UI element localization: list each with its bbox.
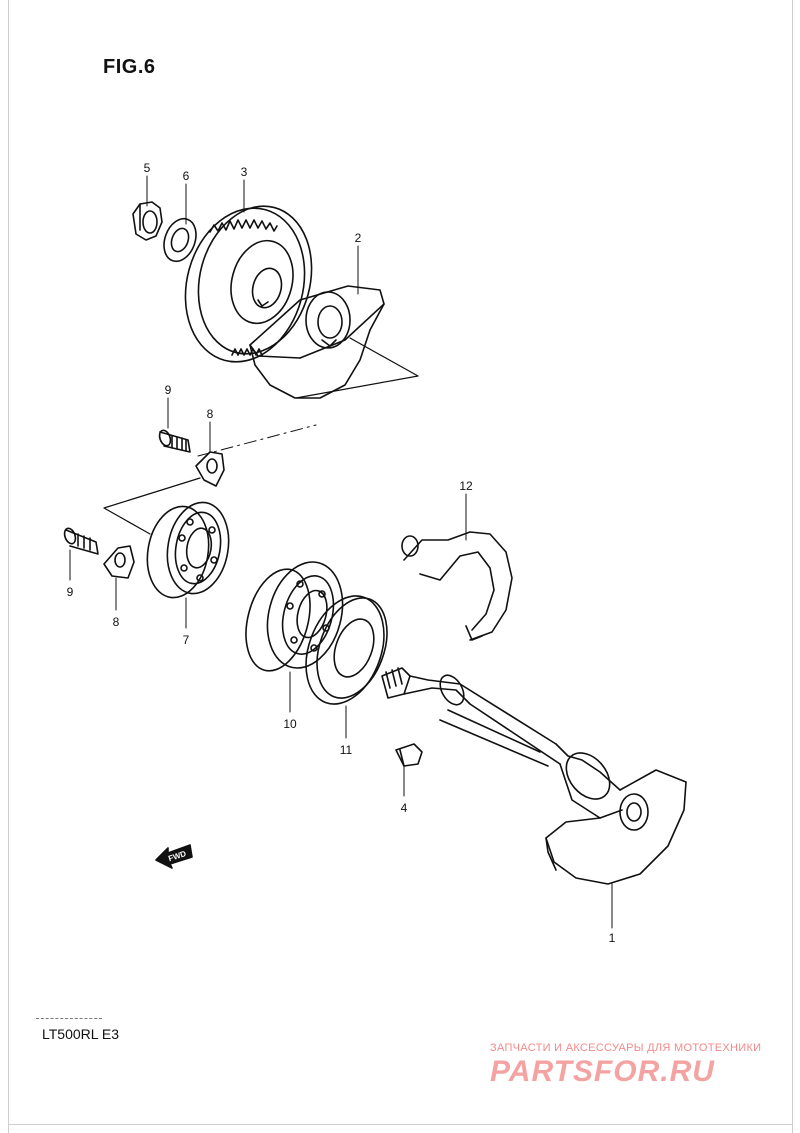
callout-9-lower: 9 [67, 585, 74, 599]
part-4-key [395, 743, 423, 767]
callout-1: 1 [609, 931, 616, 945]
watermark-tagline: ЗАПЧАСТИ И АКСЕССУАРЫ ДЛЯ МОТОТЕХНИКИ [490, 1042, 762, 1054]
callout-5: 5 [144, 161, 151, 175]
callout-8-upper: 8 [207, 407, 214, 421]
part-3-kick-drive-gear [184, 205, 313, 363]
part-6-washer [163, 217, 197, 263]
callout-11: 11 [340, 743, 353, 757]
callout-9-upper: 9 [165, 383, 172, 397]
part-1-kick-starter-shaft [381, 667, 687, 885]
part-8-retainer-lower [103, 545, 135, 579]
model-code: LT500RL E3 [42, 1026, 120, 1042]
page-border-right [792, 0, 793, 1133]
callout-12: 12 [459, 479, 473, 493]
part-8-retainer-upper [195, 451, 225, 487]
part-5-nut [132, 201, 163, 241]
part-12-spring [401, 531, 513, 641]
callout-8-lower: 8 [113, 615, 120, 629]
part-10-bearing [245, 561, 344, 672]
fwd-direction-arrow [155, 844, 193, 869]
callout-3: 3 [241, 165, 248, 179]
part-9-screw-lower [63, 527, 99, 555]
model-code-divider [36, 1018, 102, 1019]
page-border-left [8, 0, 9, 1133]
figure-title: FIG.6 [103, 56, 156, 78]
watermark-brand: PARTSFOR.RU [490, 1055, 715, 1088]
callout-4: 4 [401, 801, 408, 815]
callout-7: 7 [183, 633, 190, 647]
page-border-bottom [8, 1124, 792, 1125]
callout-2: 2 [355, 231, 362, 245]
callout-10: 10 [283, 717, 297, 731]
part-2-kick-cam [249, 285, 385, 399]
part-11-oil-seal [305, 595, 388, 705]
part-9-screw-upper [158, 429, 191, 453]
part-7-bearing [146, 501, 230, 599]
callout-6: 6 [183, 169, 190, 183]
